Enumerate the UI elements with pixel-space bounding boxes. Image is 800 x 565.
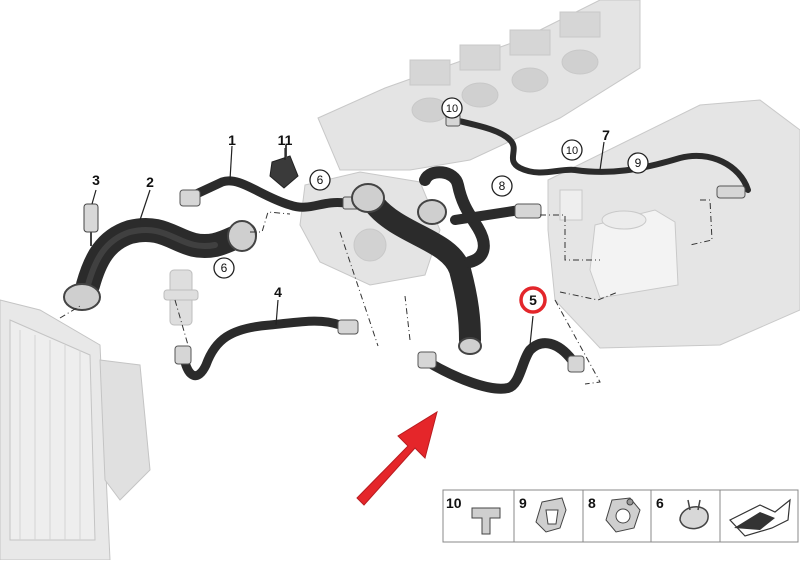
engine-block [317, 0, 641, 171]
hose-2-clamp [63, 220, 257, 311]
circled-label-10a: 10 [441, 97, 463, 119]
part-label-6a: 6 [317, 173, 324, 187]
circled-label-8: 8 [491, 175, 513, 197]
part-label-1: 1 [228, 132, 236, 148]
spring-clip-icon [605, 497, 641, 533]
part-label-9: 9 [635, 156, 642, 170]
hose-5 [423, 338, 577, 394]
part-label-10a: 10 [446, 103, 458, 115]
hose-5-ends [417, 351, 585, 373]
circled-label-6a: 6 [309, 169, 331, 191]
expansion-tank-area [547, 99, 800, 349]
sensor-3 [83, 203, 99, 246]
hose-4 [179, 316, 345, 381]
hose-1 [187, 176, 350, 212]
hose-main-ends [351, 183, 542, 355]
thermostat-housing [163, 269, 199, 326]
circled-label-5: 5 [519, 286, 547, 314]
hose-4-ends [174, 319, 359, 365]
sensor-11 [269, 145, 299, 189]
legend-number-10: 10 [446, 495, 462, 511]
legend-number-9: 9 [519, 495, 527, 511]
leader-lines [59, 199, 713, 385]
part-label-4: 4 [274, 284, 282, 300]
radiator [0, 299, 151, 561]
hose-clip-icon [679, 499, 709, 530]
circled-label-10b: 10 [561, 139, 583, 161]
legend: 10 9 8 6 [442, 489, 799, 543]
hose-main [364, 166, 525, 351]
part-label-3: 3 [92, 172, 100, 188]
part-label-2: 2 [146, 174, 154, 190]
part-label-11: 11 [278, 132, 293, 148]
red-arrow [356, 410, 438, 506]
part-label-7: 7 [602, 127, 610, 143]
part-label-5: 5 [529, 292, 537, 308]
part-label-10b: 10 [566, 145, 578, 157]
hose-clamp-icon [535, 497, 567, 533]
part-label-6b: 6 [221, 261, 228, 275]
circled-label-6b: 6 [213, 257, 235, 279]
direction-arrow-icon [729, 498, 791, 537]
legend-number-8: 8 [588, 495, 596, 511]
label-lines [91, 108, 605, 346]
circled-label-9: 9 [627, 152, 649, 174]
legend-number-6: 6 [656, 495, 664, 511]
part-label-8: 8 [499, 179, 506, 193]
hose-7 [452, 117, 751, 193]
t-connector-icon [471, 507, 501, 535]
